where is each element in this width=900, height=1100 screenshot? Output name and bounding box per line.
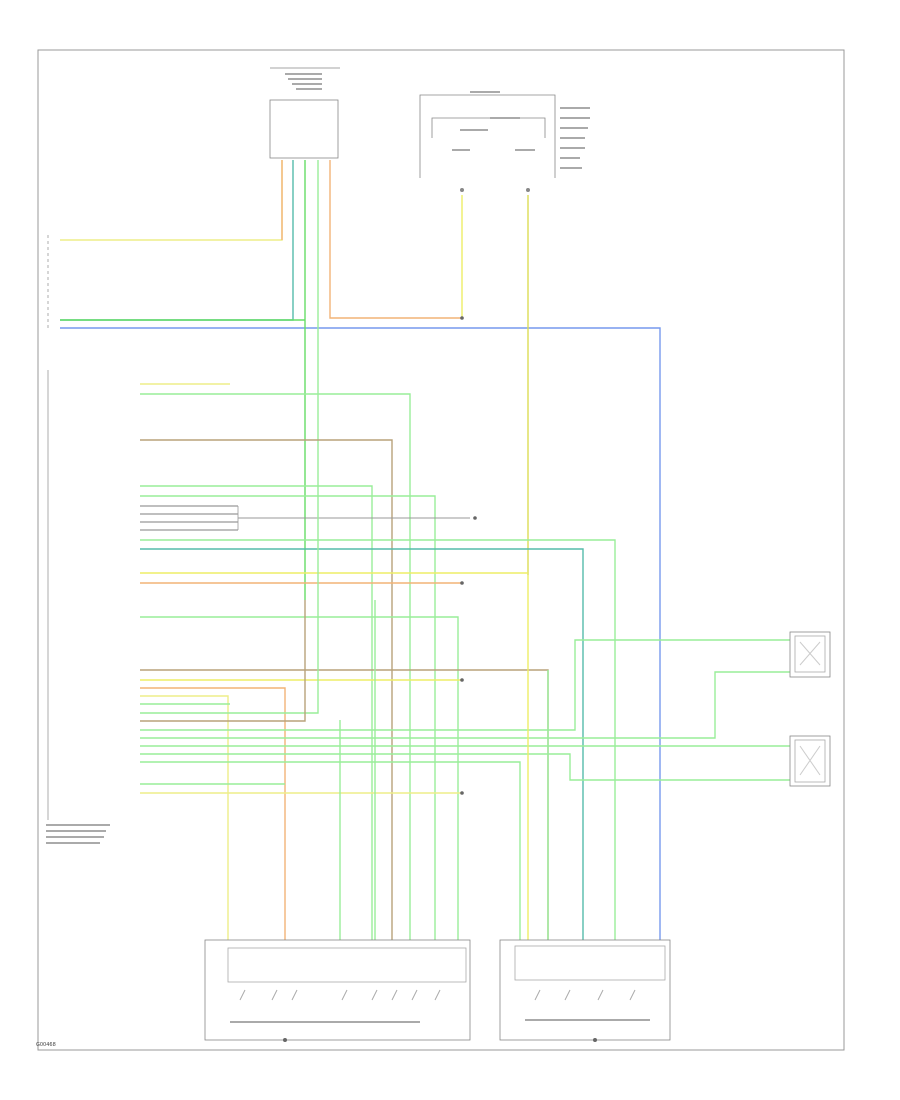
pcm-module	[46, 235, 110, 844]
wire-group-top	[60, 160, 661, 940]
junction-dots	[460, 316, 477, 795]
solenoid-pack-right	[499, 939, 671, 1042]
input-speed-sensor	[789, 735, 831, 787]
figure-id: G00468	[36, 1042, 56, 1048]
solenoid-pack-left	[204, 939, 471, 1042]
output-speed-sensor	[789, 631, 831, 678]
pressure-sensor-connector	[269, 67, 340, 159]
fuse-block	[419, 91, 590, 192]
wire-orange-sensor-c	[329, 160, 462, 319]
diagram-frame	[37, 49, 845, 1051]
pcm-pins	[140, 383, 790, 940]
wire-blue-long	[60, 327, 661, 940]
wire-yellow-top	[60, 160, 283, 241]
